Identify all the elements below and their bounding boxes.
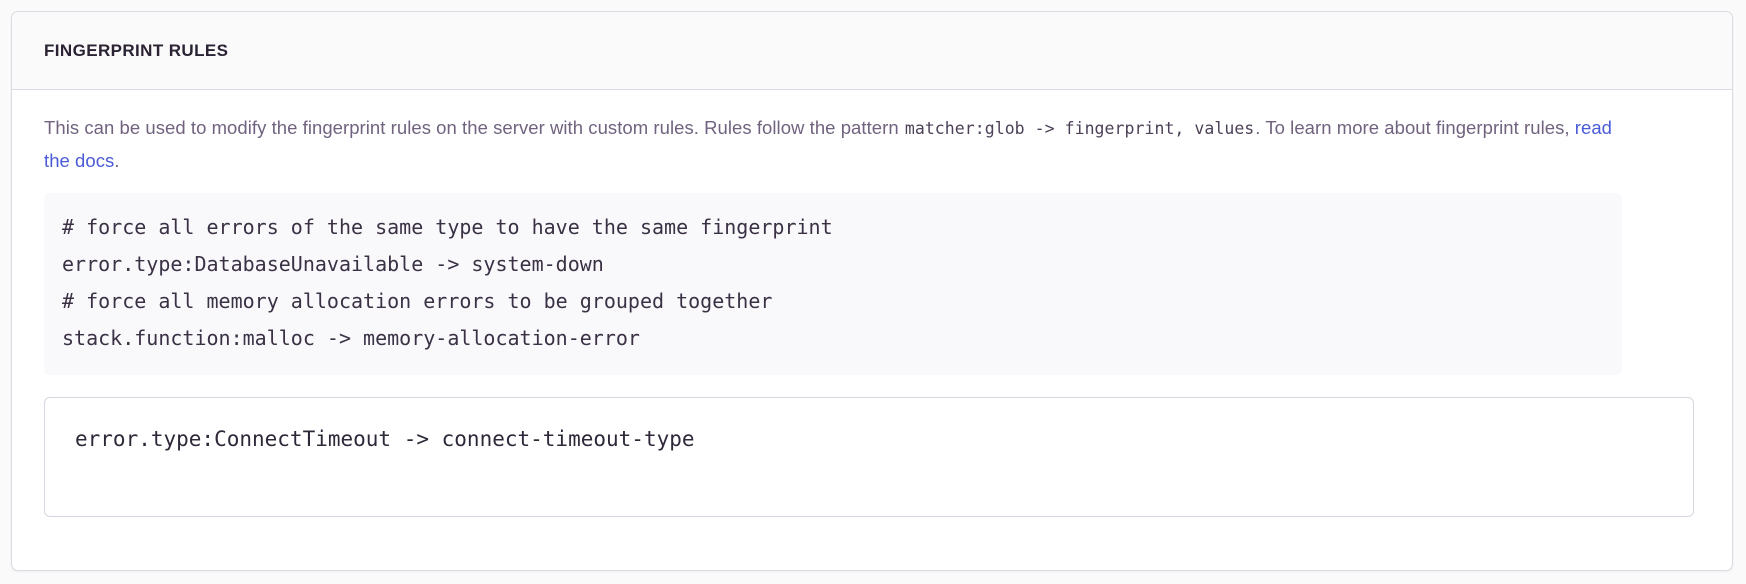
panel-body: This can be used to modify the fingerpri… (12, 90, 1732, 517)
help-middle-text: . To learn more about fingerprint rules, (1255, 117, 1570, 138)
panel-header: FINGERPRINT RULES (12, 12, 1732, 90)
page-title: FINGERPRINT RULES (44, 41, 229, 60)
help-description: This can be used to modify the fingerpri… (44, 112, 1614, 177)
fingerprint-rules-input[interactable] (44, 397, 1694, 517)
example-rules-code: # force all errors of the same type to h… (62, 215, 833, 350)
help-trailing-text: . (114, 150, 120, 171)
fingerprint-rules-panel: FINGERPRINT RULES This can be used to mo… (11, 11, 1733, 571)
help-lead-text: This can be used to modify the fingerpri… (44, 117, 899, 138)
inline-code-pattern: matcher:glob -> fingerprint, values (904, 119, 1255, 138)
read-the-docs-link[interactable]: read the docs (44, 117, 1613, 171)
example-rules-code-block: # force all errors of the same type to h… (44, 193, 1622, 375)
